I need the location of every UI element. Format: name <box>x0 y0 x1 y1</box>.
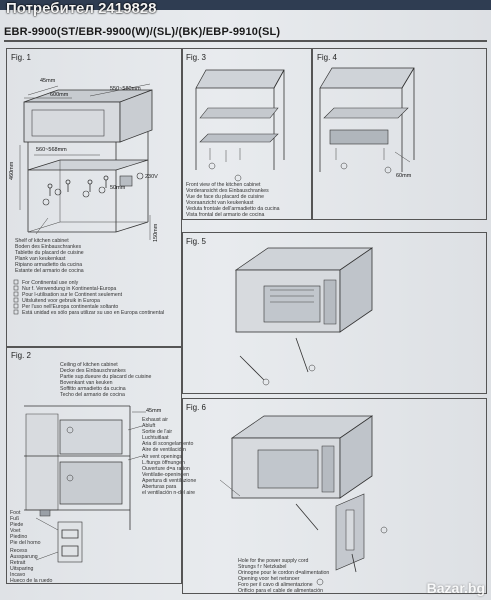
note-continental-de: Nur f. Verwendung in Kontinental-Europa <box>22 286 117 292</box>
figure-3-label: Fig. 3 <box>186 53 207 62</box>
dimension-45mm: 45mm <box>40 78 56 84</box>
figure-1-label: Fig. 1 <box>11 53 32 62</box>
page-title: EBR-9900(ST/EBR-9900(W)/(SL)/(BK)/EBP-99… <box>4 26 281 38</box>
dimension-600mm: 600mm <box>50 92 69 98</box>
bazar-logo: Bazar.bg <box>426 580 485 596</box>
exhaust-caption: Exhaust air Abluft Sortie de l'air Lucht… <box>142 417 194 453</box>
dimension-550-580mm: 550~580mm <box>110 86 141 92</box>
foot-caption: Foot Fuß Piede Voet Piedino Pie del horn… <box>10 510 41 546</box>
figure-4-label: Fig. 4 <box>317 53 338 62</box>
figure-2-panel <box>6 346 182 584</box>
title-rule <box>4 40 487 42</box>
dimension-50mm: 50mm <box>110 185 126 191</box>
figure-3-drawing <box>195 69 285 182</box>
ceiling-caption: Ceiling of kitchen cabinet Decke des Ein… <box>60 362 152 398</box>
power-cord-hole-caption: Hole for the power supply cord Strungs f… <box>238 558 330 594</box>
figure-5-label: Fig. 5 <box>186 237 207 246</box>
figure-4-panel <box>312 48 487 220</box>
user-watermark: Потребител 2419828 <box>6 0 157 17</box>
note-continental-fr: Pour l-utilisation sur le Continent seul… <box>22 292 123 298</box>
dimension-60mm: 60mm <box>396 173 412 179</box>
dimension-45mm-fig2: 45mm <box>146 408 162 414</box>
figure-2-drawing <box>24 405 146 563</box>
recess-caption: Recess Aussparung Retrait Uitsparing Inc… <box>10 548 53 584</box>
figure-6-panel <box>182 398 487 594</box>
note-continental-es: Está unidad es sólo para utilizar su uso… <box>22 310 165 316</box>
figure-2-label: Fig. 2 <box>11 351 32 360</box>
figure-6-label: Fig. 6 <box>186 403 207 412</box>
figure-1-drawing <box>13 83 153 315</box>
shelf-caption: Shelf of kitchen cabinet Boden des Einba… <box>15 238 84 274</box>
figure-6-drawing <box>219 415 388 586</box>
figure-5-panel <box>182 232 487 394</box>
note-continental-nl: Uitsluitend voor gebruik in Europa <box>22 298 100 304</box>
manual-page: EBR-9900(ST/EBR-9900(W)/(SL)/(BK)/EBP-99… <box>0 10 491 600</box>
power-label-230v: 230V <box>145 174 158 180</box>
figure-1-panel <box>6 48 182 348</box>
dimension-560-568mm: 560~568mm <box>36 147 67 153</box>
note-continental-en: For Continental use only <box>22 280 79 286</box>
figure-3-panel <box>182 48 312 220</box>
figure-4-drawing <box>319 67 415 174</box>
note-continental-it: Per l'uso nell'Europa continentale solta… <box>22 304 119 310</box>
front-view-caption: Front view of the kitchen cabinet Vorder… <box>186 182 280 218</box>
figure-5-drawing <box>234 247 374 386</box>
